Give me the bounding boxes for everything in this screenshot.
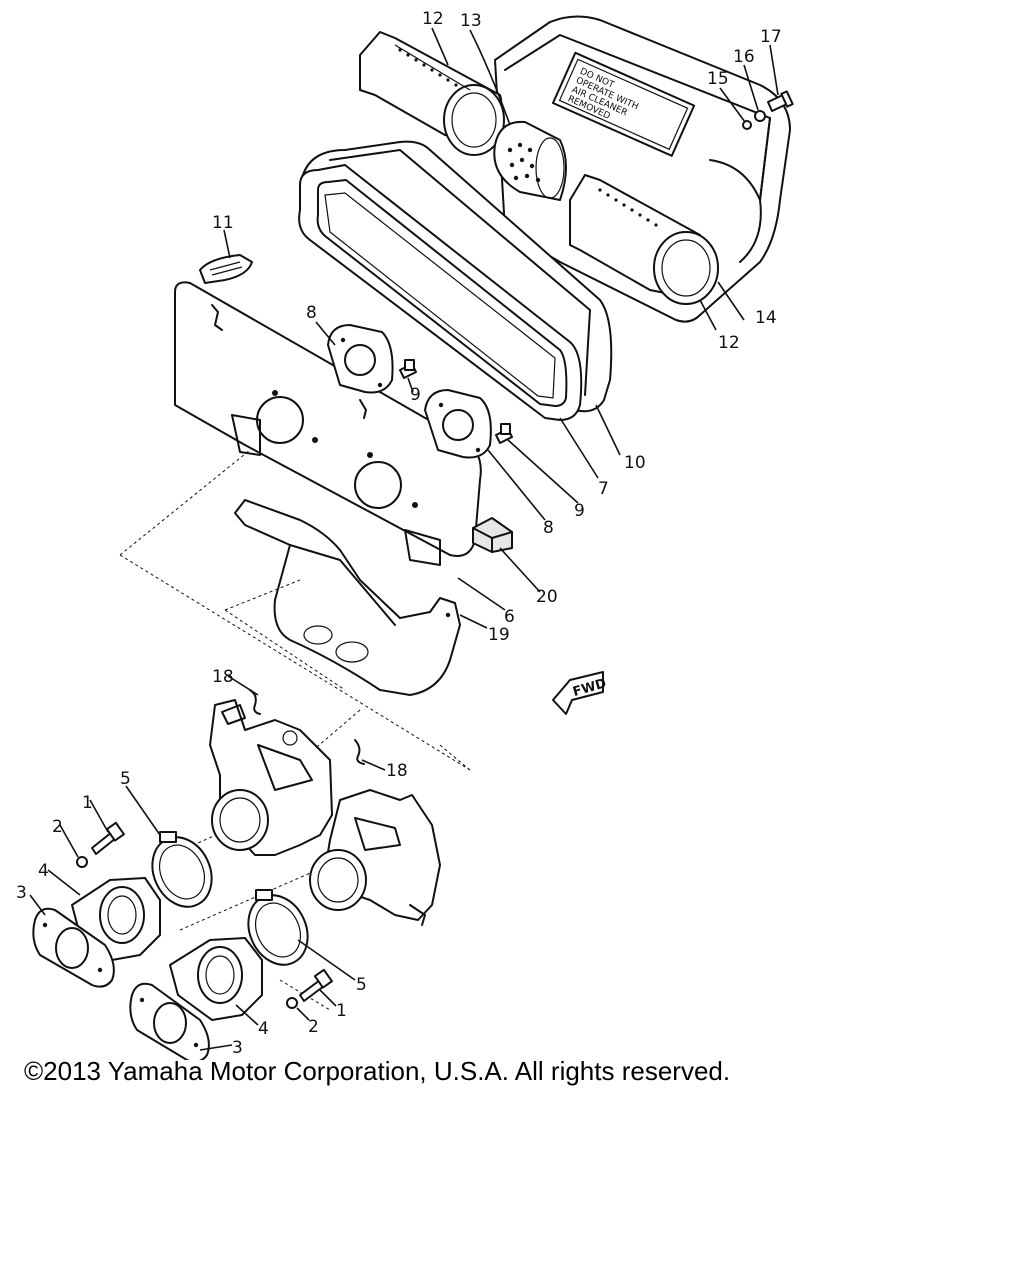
callout-3-lower: 3 xyxy=(232,1038,243,1058)
backing-plate xyxy=(174,281,482,566)
callout-19: 19 xyxy=(488,625,510,645)
center-pipe xyxy=(493,120,567,201)
callout-8-lower: 8 xyxy=(543,518,554,538)
intake-tube-upper xyxy=(359,31,505,156)
gasket-8-lower xyxy=(424,389,492,459)
callout-12-lower: 12 xyxy=(718,333,740,353)
tube-perforation-upper xyxy=(398,48,458,87)
warning-label-plate: DO NOT OPERATE WITH AIR CLEANER REMOVED xyxy=(551,51,696,157)
callout-9: 9 xyxy=(410,385,421,405)
clip-upper xyxy=(211,304,223,331)
callout-20: 20 xyxy=(536,587,558,607)
callout-10: 10 xyxy=(624,453,646,473)
callout-9-lower: 9 xyxy=(574,501,585,521)
callout-5: 5 xyxy=(120,769,131,789)
copyright-notice: ©2013 Yamaha Motor Corporation, U.S.A. A… xyxy=(24,1056,731,1086)
flange-gasket-lower xyxy=(129,982,210,1060)
washer-16 xyxy=(754,110,766,122)
leader-lines xyxy=(29,27,779,1051)
callout-12: 12 xyxy=(422,9,444,29)
gasket-seal xyxy=(298,164,583,421)
screw-17 xyxy=(767,90,794,112)
gasket-8-upper xyxy=(327,324,394,394)
callout-16: 16 xyxy=(733,47,755,67)
callout-1-lower: 1 xyxy=(336,1001,347,1021)
hose-clamp-upper xyxy=(151,831,213,908)
callout-14: 14 xyxy=(755,308,777,328)
spring-18-left xyxy=(249,689,261,715)
tube-perforation-lower xyxy=(598,188,658,227)
hose-clamp-lower xyxy=(247,889,309,966)
clip-center xyxy=(359,399,367,419)
callout-4-lower: 4 xyxy=(258,1019,269,1039)
carburetor-left xyxy=(209,699,333,856)
intake-tube-lower xyxy=(569,174,719,305)
callout-7: 7 xyxy=(598,479,609,499)
intake-joint-lower xyxy=(169,937,263,1021)
mounting-bracket xyxy=(234,499,461,696)
callout-2: 2 xyxy=(52,817,63,837)
callout-4: 4 xyxy=(38,861,49,881)
callout-15: 15 xyxy=(707,69,729,89)
bolt-9-lower xyxy=(495,423,513,444)
spring-18-right xyxy=(354,739,365,765)
callout-18-lower: 18 xyxy=(386,761,408,781)
rubber-mount-20 xyxy=(472,517,513,553)
exploded-parts-diagram: DO NOT OPERATE WITH AIR CLEANER REMOVED xyxy=(16,9,794,1060)
air-cleaner-case: DO NOT OPERATE WITH AIR CLEANER REMOVED xyxy=(494,15,791,323)
callout-18: 18 xyxy=(212,667,234,687)
flange-gasket-upper xyxy=(32,907,115,988)
washer-2-upper xyxy=(76,856,88,868)
callout-11: 11 xyxy=(212,213,234,233)
callout-17: 17 xyxy=(760,27,782,47)
callout-1: 1 xyxy=(82,793,93,813)
callout-2-lower: 2 xyxy=(308,1017,319,1037)
callout-3: 3 xyxy=(16,883,27,903)
carburetor-right xyxy=(309,789,441,926)
fwd-arrow-indicator: FWD xyxy=(552,671,608,715)
callout-6: 6 xyxy=(504,607,515,627)
bolt-9-upper xyxy=(399,359,417,379)
callout-13: 13 xyxy=(460,11,482,31)
washer-2-lower xyxy=(286,997,298,1009)
bolt-1-lower xyxy=(299,968,333,1002)
center-pipe-holes xyxy=(507,142,541,183)
small-filter-11 xyxy=(199,254,253,284)
washer-15 xyxy=(742,120,752,130)
callout-5-lower: 5 xyxy=(356,975,367,995)
bolt-1-upper xyxy=(91,821,125,855)
callout-numbers: 12 13 17 16 15 11 14 12 8 9 10 7 9 8 20 … xyxy=(16,9,782,1058)
callout-8: 8 xyxy=(306,303,317,323)
